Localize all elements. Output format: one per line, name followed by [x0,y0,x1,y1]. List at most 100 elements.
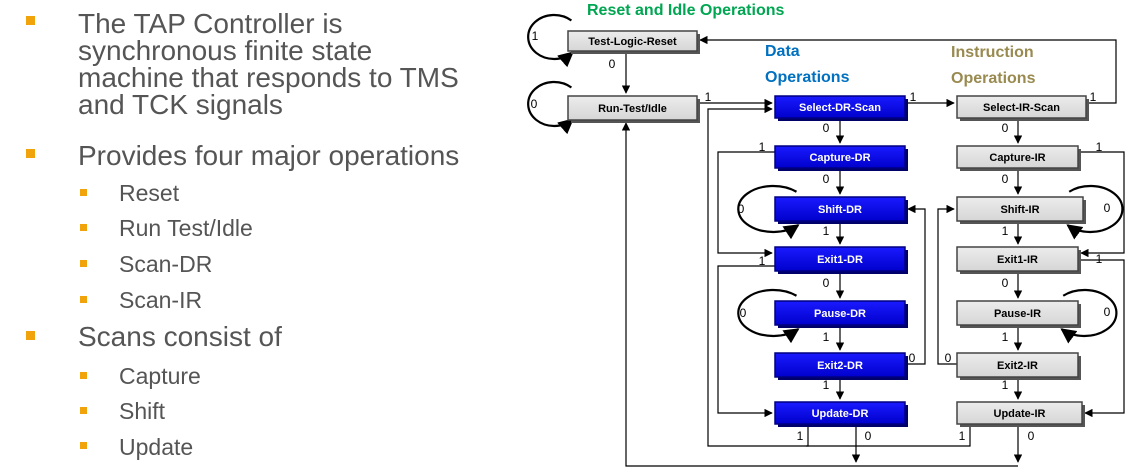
sub-bullet-marker [80,407,87,414]
transition-label: 0 [865,429,872,443]
transition-label: 0 [1104,201,1111,215]
op-scan-ir: Scan-IR [119,287,203,313]
state-sdr-label: Select-DR-Scan [799,102,881,114]
transition-label: 0 [945,351,952,365]
state-rti-box [567,95,698,121]
state-cir-label: Capture-IR [989,152,1045,164]
sub-bullet-marker [80,296,87,303]
edge-cdr-e1dr [717,151,775,258]
loop-pause-dr [737,288,800,344]
transition-label: 0 [738,202,745,216]
transition-label: 1 [1002,224,1009,238]
state-cdr-label: Capture-DR [809,152,870,164]
transition-label: 0 [823,276,830,290]
state-shdr-box [774,196,906,222]
edge-sir-tlr [699,35,1117,104]
state-e2ir-label: Exit2-IR [997,360,1038,372]
state-e2dr-box [774,352,906,378]
transition-label: 1 [959,429,966,443]
state-udr-label: Update-DR [812,408,869,420]
state-uir-box [956,401,1083,425]
state-sir-label: Select-IR-Scan [983,102,1060,114]
transition-label: 1 [705,90,712,104]
bullet-line: The TAP Controller is [78,8,343,39]
state-shir-label: Shift-IR [1000,204,1039,216]
bullet-line: machine that responds to TMS [78,62,459,93]
state-shir-box [956,196,1084,222]
transition-label: 1 [1096,252,1103,266]
state-e1dr-box [774,246,906,272]
transition-label: 1 [823,330,830,344]
state-pdr-box [774,300,906,326]
state-e2ir-box [956,352,1079,378]
edge-cir-e1ir [1078,151,1125,258]
bullet-four-operations: Provides four major operations [78,140,460,171]
sub-bullet-marker [80,260,87,267]
bullet-list: The TAP Controller is synchronous finite… [0,0,520,475]
bullet-marker [26,16,35,25]
op-run-test-idle: Run Test/Idle [119,215,253,241]
transition-label: 0 [1002,276,1009,290]
edge-e1dr-udr [717,265,775,418]
transition-label: 0 [1028,429,1035,443]
transition-label: 1 [797,429,804,443]
state-shdr-label: Shift-DR [818,204,862,216]
transition-label: 0 [531,97,538,111]
transition-label: 1 [1002,330,1009,344]
loop-shift-ir [1066,184,1124,240]
transition-label: 0 [823,121,830,135]
state-cdr-box [774,145,906,169]
state-tlr-label: Test-Logic-Reset [588,36,677,48]
header-instr-line1: Instruction [951,44,1034,61]
header-data-line2: Operations [765,69,850,86]
sub-bullet-marker [80,189,87,196]
bullet-tap-controller: The TAP Controller is synchronous finite… [78,8,459,120]
transition-label: 0 [609,57,616,71]
state-pir-label: Pause-IR [994,308,1041,320]
transition-label: 1 [759,254,766,268]
state-e1ir-label: Exit1-IR [997,254,1038,266]
edge-uir-bus [806,425,971,447]
bullet-line: and TCK signals [78,89,283,120]
transition-label: 0 [1104,305,1111,319]
state-udr-box [774,401,906,425]
transition-label: 1 [759,140,766,154]
loop-shift-dr [737,184,800,240]
edge-e2dr-shdr [905,204,926,365]
state-sdr-box [774,95,906,119]
state-pdr-label: Pause-DR [814,308,866,320]
transition-label: 0 [1002,172,1009,186]
header-instr-line2: Operations [951,70,1036,87]
transition-label: 1 [1002,378,1009,392]
transition-label: 1 [910,90,917,104]
transition-label: 1 [1090,90,1097,104]
transition-label: 1 [823,378,830,392]
scan-capture: Capture [119,363,201,389]
state-tlr-box [567,30,698,52]
sub-bullet-marker [80,442,87,449]
op-scan-dr: Scan-DR [119,251,213,277]
header-reset-idle: Reset and Idle Operations [587,2,784,19]
state-e2dr-label: Exit2-DR [817,360,863,372]
loop-pause-ir [1060,288,1118,344]
transition-label: 0 [740,306,747,320]
transition-label: 0 [1002,121,1009,135]
edge-e2ir-shir [937,204,957,365]
state-uir-label: Update-IR [994,408,1046,420]
transition-label: 0 [823,172,830,186]
loop-tlr [527,13,574,68]
transition-label: 1 [1096,140,1103,154]
transition-label: 0 [909,351,916,365]
edge-udr-sdr [707,104,809,447]
transition-label: 1 [823,224,830,238]
state-e1ir-box [956,246,1079,272]
state-pir-box [956,300,1079,326]
transition-label: 1 [532,29,539,43]
sub-bullet-marker [80,372,87,379]
bullet-marker [26,331,35,340]
state-cir-box [956,145,1079,169]
bullet-marker [26,149,35,158]
state-rti-label: Run-Test/Idle [598,103,667,115]
state-e1dr-label: Exit1-DR [817,254,863,266]
